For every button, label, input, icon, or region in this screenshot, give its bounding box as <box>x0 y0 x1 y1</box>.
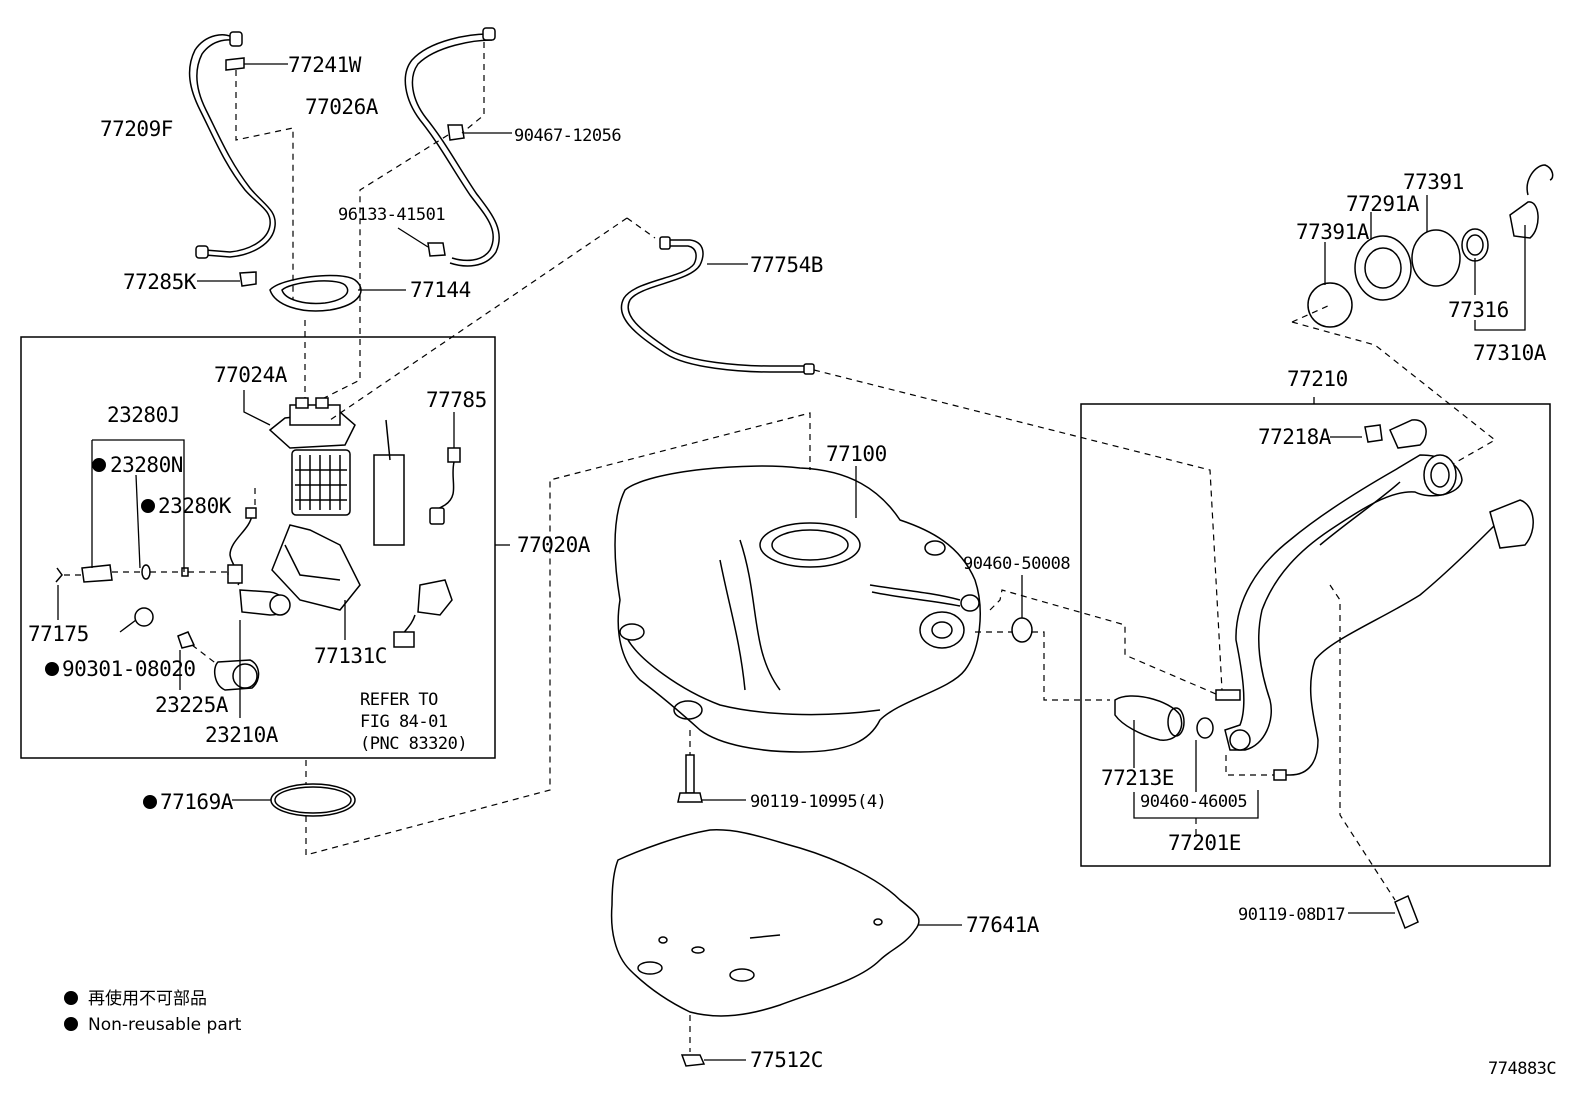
refer-line-1: REFER TO <box>360 690 438 710</box>
gasket-77169A <box>232 783 356 817</box>
fuel-pump-group-box <box>20 336 496 759</box>
label-77241W: 77241W <box>288 53 362 77</box>
clamp-90467-12056 <box>447 124 512 141</box>
bracket-77131C <box>271 524 361 640</box>
refer-line-2: FIG 84-01 <box>360 712 448 732</box>
label-77754B: 77754B <box>750 253 823 277</box>
legend-bullet-1 <box>64 991 78 1005</box>
clip-77285K <box>197 271 257 287</box>
label-90119-08D17: 90119-08D17 <box>1238 905 1345 925</box>
label-77213E: 77213E <box>1101 766 1174 790</box>
tube-77209F <box>188 31 276 259</box>
label-77785: 77785 <box>426 388 487 412</box>
label-77026A: 77026A <box>305 95 379 119</box>
clip-77241W <box>225 57 288 71</box>
tube-77754B <box>620 236 815 375</box>
label-23280J: 23280J <box>107 403 180 427</box>
label-90301-08020: 90301-08020 <box>62 657 196 681</box>
label-77310A: 77310A <box>1473 341 1547 365</box>
label-77210: 77210 <box>1287 367 1348 391</box>
tube-77026A <box>404 27 500 267</box>
label-23210A: 23210A <box>205 723 279 747</box>
legend-bullet-2 <box>64 1017 78 1031</box>
clamp-90460-50008 <box>1011 575 1033 643</box>
connector-refer <box>393 579 453 648</box>
pump-module-77024A <box>243 390 356 516</box>
fuel-filter-tube <box>227 507 291 616</box>
label-23280K: 23280K <box>158 494 232 518</box>
filter-23225A-23210A <box>177 631 260 691</box>
label-77218A: 77218A <box>1258 425 1332 449</box>
label-90119-10995: 90119-10995(4) <box>750 792 886 812</box>
label-77024A: 77024A <box>214 363 288 387</box>
label-90460-46005: 90460-46005 <box>1140 792 1247 812</box>
label-77391: 77391 <box>1403 170 1464 194</box>
label-96133-41501: 96133-41501 <box>338 205 445 225</box>
fuel-tank-77100 <box>614 465 981 753</box>
filler-pipe-77201E <box>1215 454 1534 781</box>
label-77209F: 77209F <box>100 117 173 141</box>
label-77020A: 77020A <box>517 533 591 557</box>
filler-pipe-group-box <box>1080 403 1551 867</box>
clamp-96133-41501 <box>397 227 446 257</box>
protector-77641A <box>610 829 962 1017</box>
label-77100: 77100 <box>826 442 887 466</box>
label-77391A: 77391A <box>1296 220 1370 244</box>
label-90467-12056: 90467-12056 <box>514 126 621 146</box>
label-77285K: 77285K <box>123 270 197 294</box>
label-77201E: 77201E <box>1168 831 1241 855</box>
clip-77218A <box>1330 419 1427 449</box>
diagram-id: 774883C <box>1488 1059 1556 1079</box>
label-77316: 77316 <box>1448 298 1509 322</box>
label-23280N: 23280N <box>110 453 183 477</box>
label-90460-50008: 90460-50008 <box>963 554 1070 574</box>
legend-japanese: 再使用不可部品 <box>88 988 207 1009</box>
non-reusable-marker-23280K <box>141 499 155 513</box>
legend-english: Non-reusable part <box>88 1015 242 1035</box>
ring-77144 <box>269 274 406 312</box>
label-77291A: 77291A <box>1346 192 1420 216</box>
hose-77213E <box>1114 695 1251 751</box>
label-77144: 77144 <box>410 278 471 302</box>
label-77641A: 77641A <box>966 913 1040 937</box>
bolt-90119-10995 <box>677 754 746 803</box>
label-77175: 77175 <box>28 622 89 646</box>
small-parts-row <box>55 564 228 583</box>
label-23225A: 23225A <box>155 693 229 717</box>
non-reusable-marker-23280N <box>92 458 106 472</box>
refer-line-3: (PNC 83320) <box>360 734 467 754</box>
bolt-90119-08D17 <box>1348 894 1419 930</box>
label-77512C: 77512C <box>750 1048 823 1072</box>
o-ring-90301-08020 <box>134 607 154 627</box>
non-reusable-marker-90301-08020 <box>45 662 59 676</box>
cap-parts <box>1307 164 1554 328</box>
label-77131C: 77131C <box>314 644 387 668</box>
sender-gauge-77785 <box>373 412 461 546</box>
non-reusable-marker-77169A <box>143 795 157 809</box>
clip-77512C <box>680 1054 746 1067</box>
label-77169A: 77169A <box>160 790 234 814</box>
